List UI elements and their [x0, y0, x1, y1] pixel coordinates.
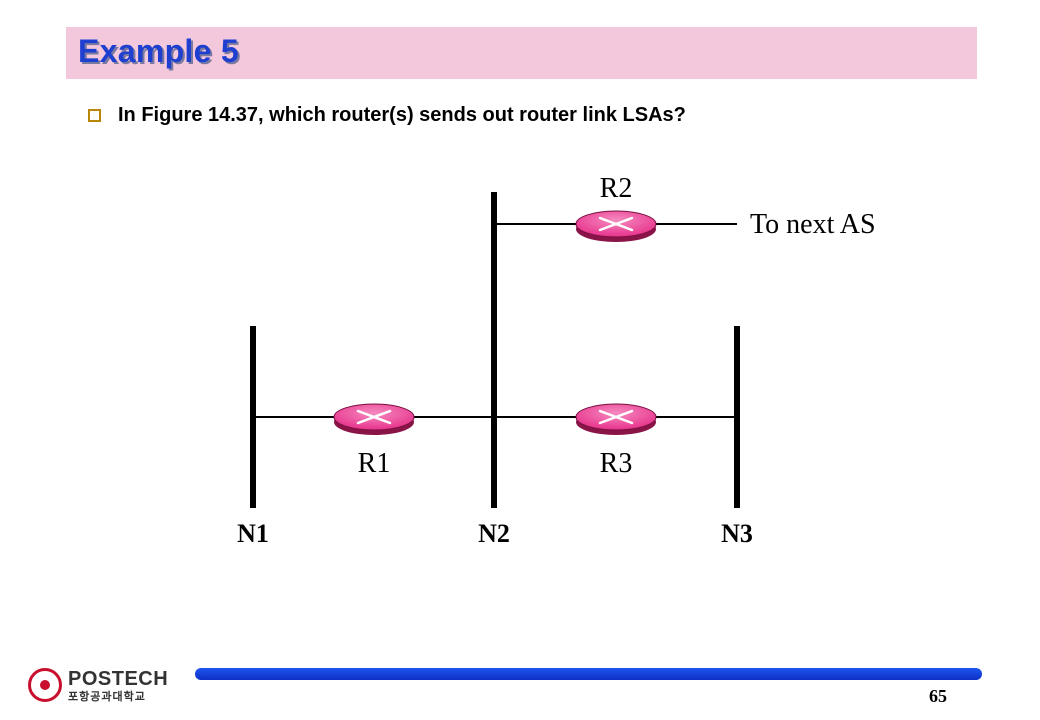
router-r1-label: R1: [358, 448, 391, 479]
router-r2: [575, 210, 657, 242]
question-bullet: In Figure 14.37, which router(s) sends o…: [88, 104, 686, 127]
page-number: 65: [929, 686, 947, 706]
postech-logo: POSTECH 포항공과대학교: [28, 668, 168, 702]
title-band: Example 5: [66, 27, 977, 79]
external-as-label: To next AS: [750, 209, 876, 240]
network-n1-label: N1: [237, 519, 269, 548]
slide-title: Example 5: [78, 33, 240, 69]
router-r2-x-icon: [598, 216, 634, 232]
router-r3-x-icon: [598, 409, 634, 425]
logo-name: POSTECH: [68, 667, 169, 690]
router-r3-label: R3: [600, 448, 633, 479]
router-r1: [333, 403, 415, 435]
router-r1-x-icon: [356, 409, 392, 425]
logo-korean-name: 포항공과대학교: [68, 689, 146, 703]
square-bullet-icon: [88, 109, 101, 122]
question-text: In Figure 14.37, which router(s) sends o…: [118, 104, 686, 126]
network-n2-label: N2: [478, 519, 510, 548]
router-r3: [575, 403, 657, 435]
footer-bar: [195, 668, 982, 680]
network-n3-label: N3: [721, 519, 753, 548]
router-r2-label: R2: [600, 173, 633, 204]
postech-emblem-icon: [28, 668, 62, 702]
